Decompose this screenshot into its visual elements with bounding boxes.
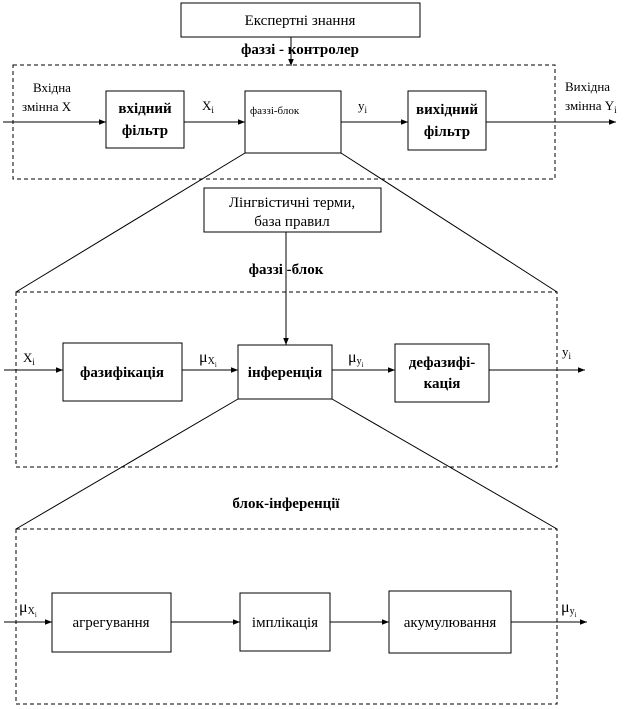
input-filter-box: [105, 90, 185, 149]
linguistic-terms-box: [203, 187, 382, 233]
fuzzification-box: [62, 342, 183, 402]
top-signal-y: yi: [358, 98, 368, 115]
output-filter-line1: вихідний: [416, 102, 478, 118]
input-variable-label-line2: змінна X: [22, 99, 72, 114]
zoom-line-right-1: [340, 152, 558, 293]
zoom-line-left-2: [15, 398, 239, 530]
mid-signal-x: Xi: [23, 350, 35, 367]
expert-knowledge-label: Експертні знання: [245, 13, 356, 29]
implication-box: [239, 592, 331, 652]
output-variable-label-line2: змінна Yi: [565, 98, 617, 115]
fuzzy-block-boundary: [15, 291, 558, 468]
accumulation-label: акумулювання: [404, 615, 497, 631]
inference-block-boundary: [15, 528, 558, 705]
input-filter-line1: вхідний: [118, 101, 172, 117]
fuzzy-block-box: [244, 90, 342, 154]
bottom-mu-x: μXi: [19, 599, 37, 619]
mid-mu-y: μyi: [348, 349, 364, 369]
zoom-line-right-2: [331, 398, 558, 530]
accumulation-box: [388, 590, 512, 654]
mid-signal-y: yi: [562, 344, 572, 361]
defuzzification-line2: кація: [424, 376, 461, 392]
controller-label: фаззі - контролер: [241, 42, 359, 58]
defuzzification-box: [394, 343, 490, 403]
inference-label: інференція: [248, 365, 322, 381]
output-filter-line2: фільтр: [424, 124, 470, 140]
zoom-line-left-1: [15, 152, 246, 293]
linguistic-terms-line2: база правил: [254, 214, 330, 230]
inference-block-title: блок-інференції: [232, 496, 340, 512]
inference-box: [237, 344, 333, 400]
fuzzification-label: фазифікація: [80, 365, 164, 381]
output-filter-box: [407, 90, 487, 151]
defuzzification-line1: дефазифі-: [409, 355, 476, 371]
top-signal-x: Xi: [202, 98, 214, 115]
fuzzy-block-label: фаззі-блок: [250, 105, 300, 117]
input-variable-label-line1: Вхідна: [33, 80, 71, 95]
input-filter-line2: фільтр: [122, 123, 168, 139]
aggregation-label: агрегування: [72, 615, 149, 631]
aggregation-box: [51, 592, 172, 653]
output-variable-label-line1: Вихідна: [565, 79, 610, 94]
bottom-mu-y: μyi: [561, 599, 577, 619]
mid-mu-x: μXi: [199, 349, 217, 369]
implication-label: імплікація: [252, 615, 318, 631]
linguistic-terms-line1: Лінгвістичні терми,: [229, 195, 355, 211]
expert-knowledge-box: [180, 2, 421, 38]
